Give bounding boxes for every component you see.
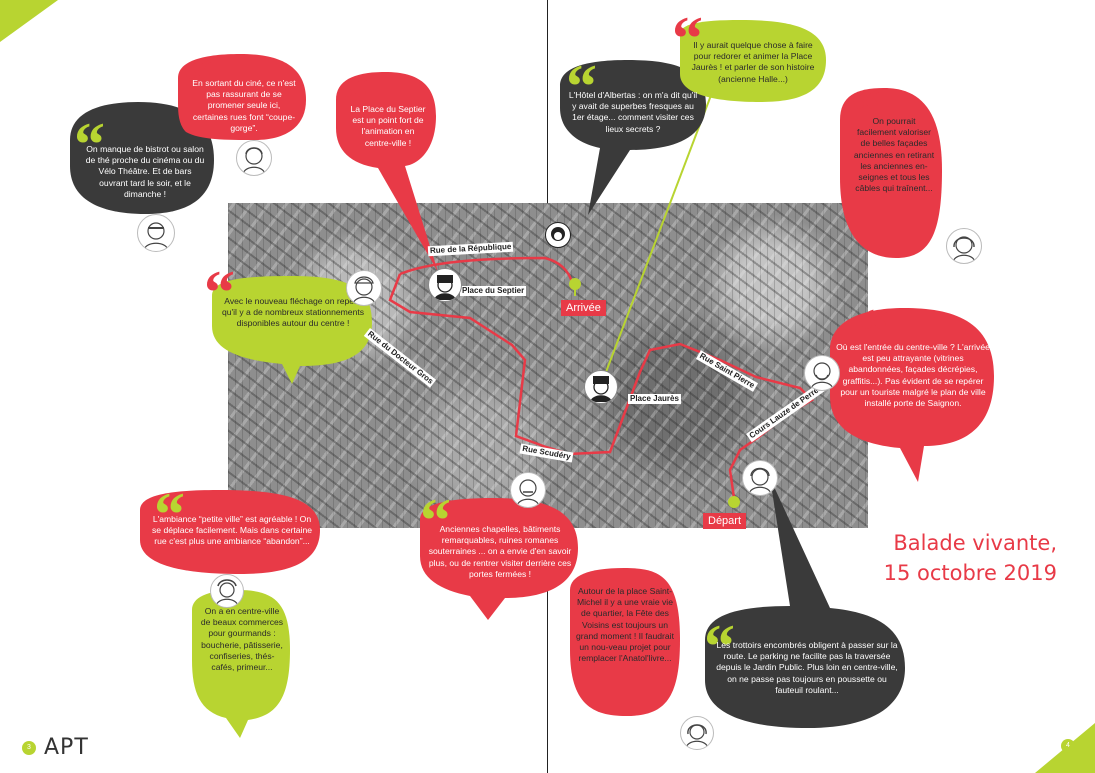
person-icon — [516, 479, 540, 507]
avatar — [804, 355, 840, 391]
quote-mark-icon: “ — [858, 297, 889, 365]
person-icon — [352, 276, 376, 305]
quote-mark-icon: “ — [850, 77, 881, 145]
quote-bistrot: On manque de bistrot ou salon de thé pro… — [85, 144, 205, 199]
bubble-flechage — [212, 276, 372, 384]
quote-mark-icon: “ — [74, 111, 105, 179]
page-title-line-2: 15 octobre 2019 — [883, 561, 1057, 585]
quote-mark-icon: “ — [420, 487, 451, 555]
person-icon — [590, 376, 612, 402]
quote-mark-icon: “ — [338, 65, 369, 133]
quote-saint-michel: Autour de la place Saint-Michel il y a u… — [576, 586, 674, 664]
place-label-jaures: Place Jaurès — [628, 394, 681, 404]
person-icon — [952, 236, 976, 263]
person-icon — [242, 147, 266, 175]
bubble-chapelles — [420, 498, 578, 620]
quote-jaures: Il y aurait quelque chose à faire pour r… — [691, 40, 815, 84]
quote-trottoirs: Les trottoirs encombrés obligent à passe… — [716, 640, 898, 695]
depart-pin — [728, 496, 740, 508]
depart-marker: Départ — [703, 513, 747, 529]
person-icon — [143, 222, 169, 251]
quote-mark-icon: “ — [566, 53, 597, 121]
brand-logo-text: APT — [44, 735, 89, 760]
bubble-septier — [336, 72, 438, 272]
avatar — [137, 214, 175, 252]
bubble-trottoirs — [705, 478, 905, 728]
bubble-facades — [840, 88, 942, 258]
avatar — [210, 574, 244, 608]
avatar — [428, 268, 462, 302]
avatar — [946, 228, 982, 264]
quote-albertas: L'Hôtel d'Albertas : on m'a dit qu'il y … — [568, 90, 698, 134]
quote-chapelles: Anciennes chapelles, bâtiments remarquab… — [428, 524, 572, 579]
bubble-cine — [178, 54, 306, 140]
bubble-entree — [830, 308, 994, 482]
avatar — [510, 472, 546, 508]
person-icon — [685, 724, 709, 749]
bubble-jaures — [680, 20, 826, 102]
page-number-left: 3 — [22, 741, 36, 755]
quote-entree: Où est l'entrée du centre-ville ? L'arri… — [836, 342, 990, 409]
quote-septier: La Place du Septier est un point fort de… — [350, 104, 426, 148]
bubble-bistrot — [70, 102, 214, 214]
page-title-line-1: Balade vivante, — [893, 531, 1057, 555]
place-label-septier: Place du Septier — [460, 286, 527, 296]
quote-gourmands: On a en centre-ville de beaux commerces … — [200, 606, 284, 673]
avatar — [236, 140, 272, 176]
bubble-albertas — [560, 60, 706, 215]
bubble-ambiance — [140, 490, 320, 574]
avatar — [742, 460, 778, 496]
avatar — [680, 716, 714, 750]
pointer-line-jaures — [605, 89, 714, 373]
avatar — [346, 270, 382, 306]
quote-mark-icon: “ — [204, 259, 235, 327]
page-number-right: 4 — [1061, 739, 1075, 753]
quote-ambiance: L'ambiance “petite ville” est agréable !… — [151, 514, 313, 547]
person-icon — [434, 275, 456, 300]
quote-flechage: Avec le nouveau fléchage on repère qu'il… — [221, 296, 365, 329]
person-icon — [810, 362, 834, 390]
avatar — [584, 370, 618, 404]
bubble-gourmands — [192, 590, 290, 738]
bubble-saint-michel — [570, 568, 680, 716]
corner-decoration-top-left — [0, 0, 58, 42]
person-icon — [215, 579, 239, 607]
person-icon — [748, 467, 772, 495]
quote-cine: En sortant du ciné, ce n'est pas rassura… — [192, 78, 296, 133]
quote-mark-icon: “ — [154, 481, 185, 549]
arrivee-marker: Arrivée — [561, 300, 606, 316]
quote-mark-icon: “ — [182, 47, 213, 115]
quote-mark-icon: “ — [672, 5, 703, 73]
avatar — [545, 222, 571, 248]
quote-mark-icon: “ — [704, 613, 735, 681]
arrivee-pin — [569, 278, 581, 290]
person-icon — [551, 227, 565, 241]
quote-facades: On pourrait facilement valoriser de bell… — [853, 116, 935, 194]
